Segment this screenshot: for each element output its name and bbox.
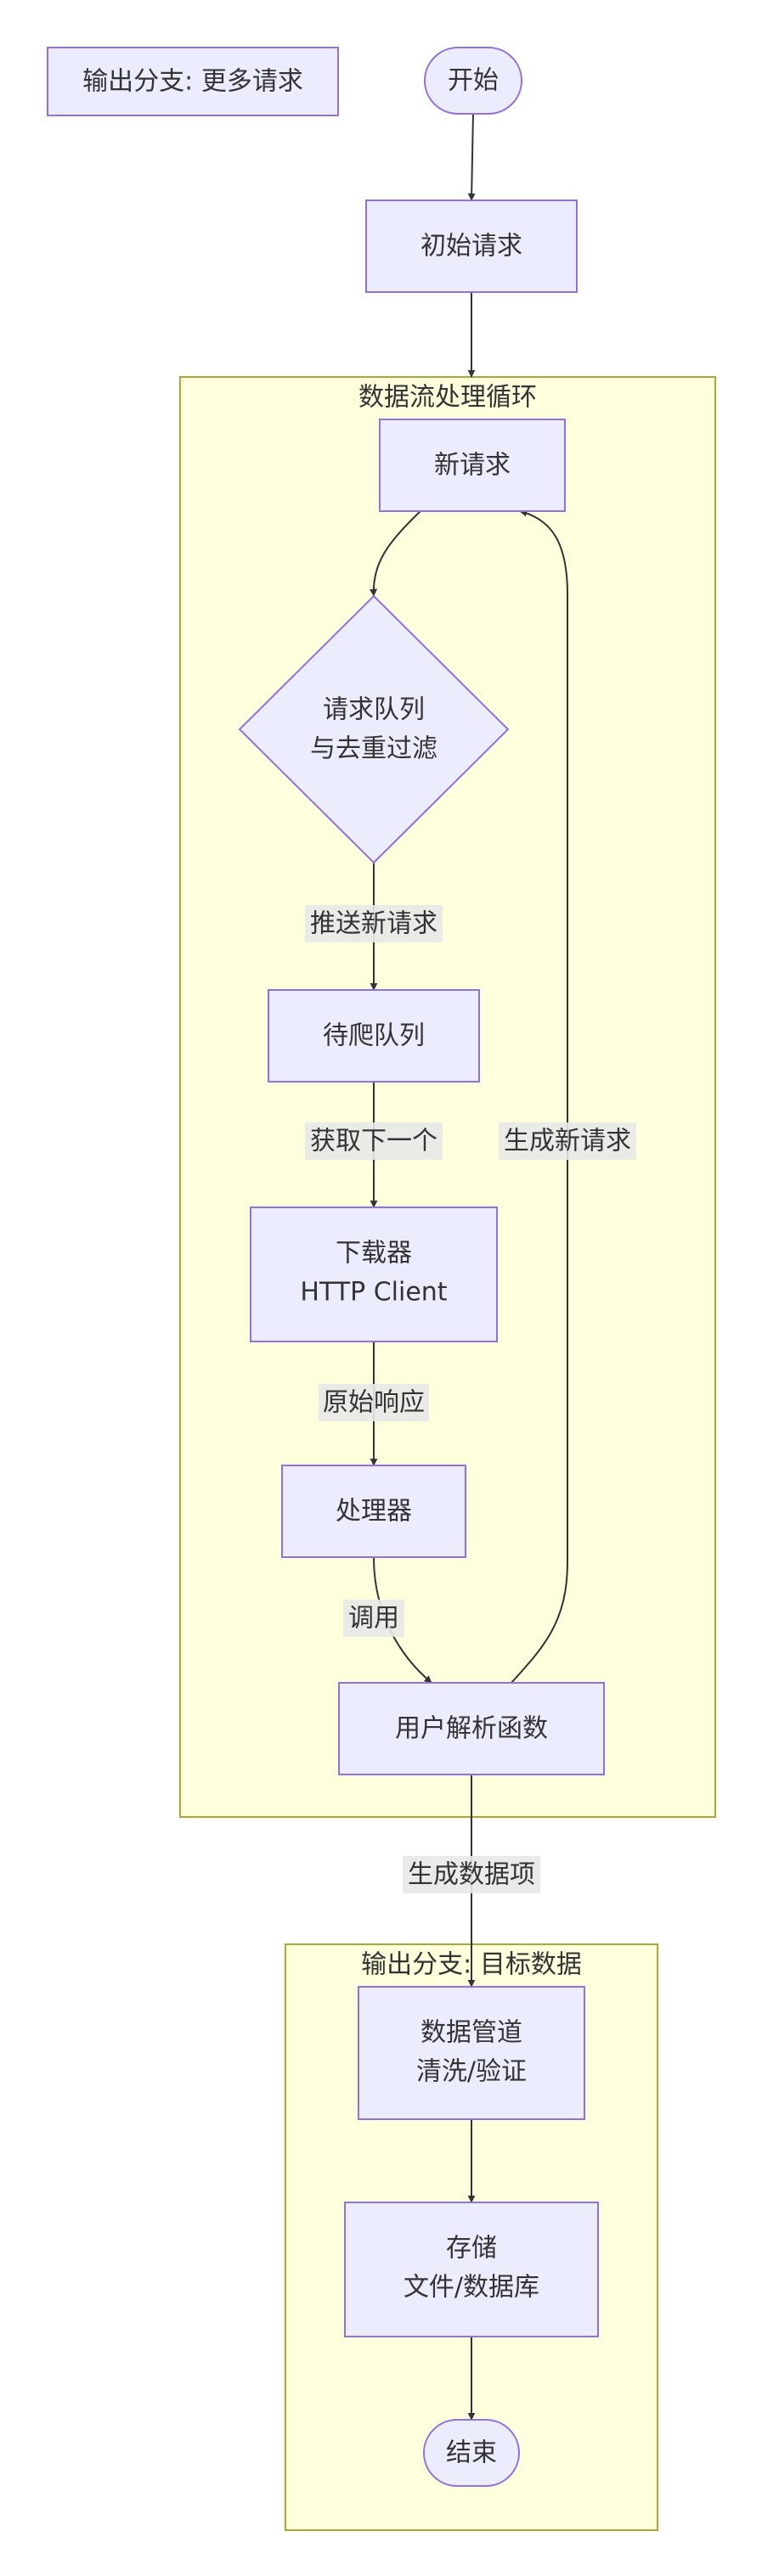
edge-label-generate-items: 生成数据项 (403, 1856, 540, 1893)
node-request-queue-dedup: 请求队列 与去重过滤 (238, 594, 510, 864)
note-output-branch-label: 输出分支: 更多请求 (82, 67, 303, 97)
cluster-processing-loop-title: 数据流处理循环 (358, 383, 537, 413)
edge-label-raw-response: 原始响应 (319, 1384, 429, 1421)
svg-text:推送新请求: 推送新请求 (310, 909, 437, 939)
node-downloader-line1: 下载器 (336, 1239, 412, 1268)
node-data-pipeline-line1: 数据管道 (421, 2018, 522, 2048)
svg-text:生成新请求: 生成新请求 (504, 1127, 631, 1156)
node-initial-request-label: 初始请求 (421, 232, 522, 262)
svg-text:获取下一个: 获取下一个 (310, 1127, 437, 1156)
svg-text:生成数据项: 生成数据项 (408, 1860, 535, 1890)
svg-text:原始响应: 原始响应 (323, 1388, 425, 1418)
svg-text:调用: 调用 (348, 1604, 399, 1634)
node-new-request: 新请求 (379, 419, 566, 512)
edge-new-to-queue (370, 510, 421, 597)
cluster-processing-loop: 数据流处理循环 (179, 376, 716, 1818)
node-user-parse-function: 用户解析函数 (338, 1682, 605, 1775)
node-processor-label: 处理器 (336, 1497, 412, 1527)
node-storage-line2: 文件/数据库 (404, 2273, 539, 2303)
node-storage-line1: 存储 (446, 2234, 497, 2264)
node-end: 结束 (423, 2419, 520, 2487)
node-downloader: 下载器 HTTP Client (250, 1206, 498, 1342)
node-user-parse-function-label: 用户解析函数 (395, 1714, 548, 1744)
edge-label-push-new: 推送新请求 (305, 905, 443, 942)
edge-start-to-init (467, 111, 476, 201)
node-crawl-queue: 待爬队列 (268, 989, 480, 1083)
edge-label-invoke: 调用 (343, 1600, 404, 1637)
node-processor: 处理器 (281, 1465, 466, 1558)
node-start-label: 开始 (448, 66, 499, 96)
node-new-request-label: 新请求 (434, 451, 511, 481)
node-end-label: 结束 (446, 2438, 497, 2468)
node-request-queue-line1: 请求队列 (323, 695, 425, 725)
edge-label-fetch-next: 获取下一个 (305, 1122, 443, 1160)
node-data-pipeline: 数据管道 清洗/验证 (358, 1986, 585, 2120)
note-output-branch-more-requests: 输出分支: 更多请求 (47, 47, 339, 116)
node-start: 开始 (424, 47, 522, 115)
node-crawl-queue-label: 待爬队列 (323, 1021, 425, 1051)
edge-generate-request (511, 509, 568, 1684)
node-request-queue-line2: 与去重过滤 (310, 734, 437, 764)
node-downloader-line2: HTTP Client (300, 1278, 447, 1308)
node-data-pipeline-line2: 清洗/验证 (416, 2057, 527, 2087)
node-storage: 存储 文件/数据库 (344, 2202, 599, 2337)
node-initial-request: 初始请求 (365, 200, 578, 293)
edge-label-generate-request: 生成新请求 (499, 1122, 636, 1160)
